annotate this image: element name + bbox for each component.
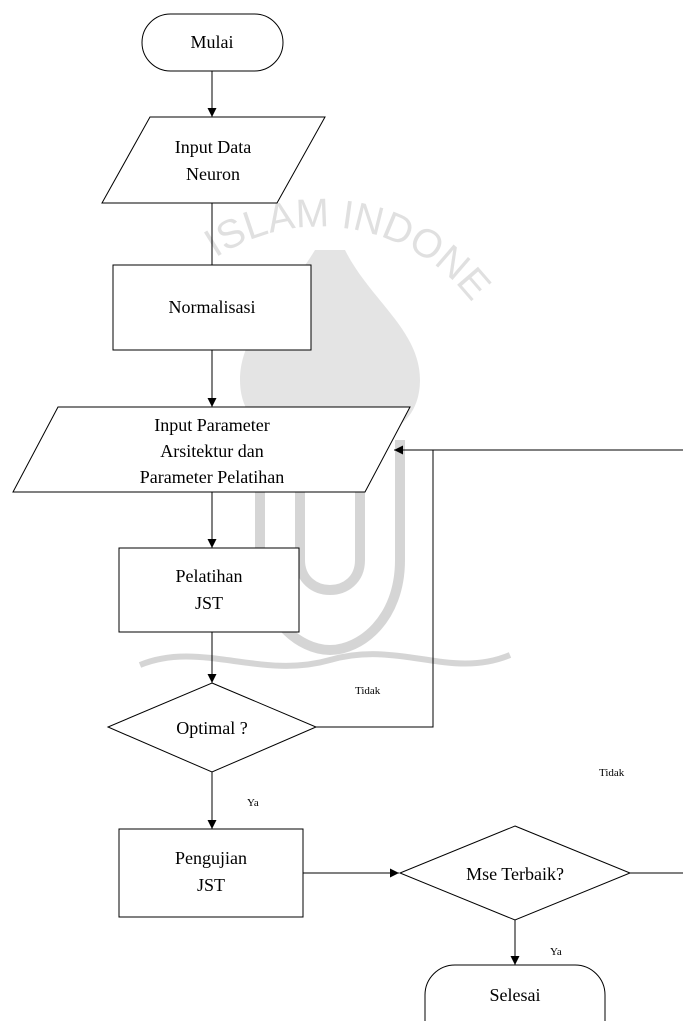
node-training: Pelatihan JST	[118, 547, 300, 633]
node-start: Mulai	[141, 13, 284, 72]
process-training	[118, 547, 300, 633]
terminator-start	[141, 13, 284, 72]
node-input-data: Input Data Neuron	[101, 116, 326, 204]
input-data-label-2: Neuron	[186, 164, 240, 184]
label-optimal-yes: Ya	[247, 797, 259, 809]
best-mse-label: Mse Terbaik?	[466, 864, 564, 884]
training-label-1: Pelatihan	[176, 566, 243, 586]
process-testing	[118, 828, 304, 918]
input-param-label-1: Input Parameter	[154, 415, 269, 435]
node-testing: Pengujian JST	[118, 828, 304, 918]
training-label-2: JST	[195, 593, 223, 613]
process-normalize	[112, 264, 312, 351]
input-data-label-1: Input Data	[175, 137, 251, 157]
testing-label-2: JST	[197, 875, 225, 895]
optimal-label: Optimal ?	[176, 718, 247, 738]
io-input-data	[101, 116, 326, 204]
end-label: Selesai	[490, 985, 541, 1005]
input-param-label-3: Parameter Pelatihan	[140, 467, 284, 487]
decision-best-mse	[398, 825, 632, 921]
node-best-mse: Mse Terbaik?	[398, 825, 632, 921]
testing-label-1: Pengujian	[175, 848, 247, 868]
node-end: Selesai	[424, 964, 606, 1021]
label-optimal-no: Tidak	[355, 685, 381, 697]
node-optimal: Optimal ?	[106, 682, 318, 773]
terminator-end	[424, 964, 606, 1021]
input-param-label-2: Arsitektur dan	[160, 441, 263, 461]
node-normalize: Normalisasi	[112, 264, 312, 351]
label-mse-no: Tidak	[599, 767, 625, 779]
edge-optimal-no-loop	[316, 445, 434, 728]
node-input-param: Input Parameter Arsitektur dan Parameter…	[12, 406, 411, 493]
label-mse-yes: Ya	[550, 946, 562, 958]
start-label: Mulai	[191, 32, 234, 52]
io-input-param	[12, 406, 411, 493]
decision-optimal	[106, 682, 318, 773]
normalize-label: Normalisasi	[169, 297, 256, 317]
edges	[207, 71, 683, 965]
